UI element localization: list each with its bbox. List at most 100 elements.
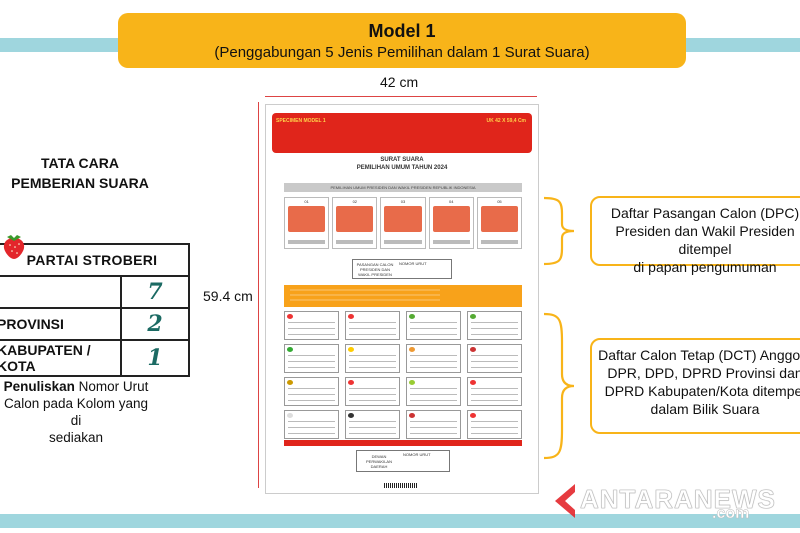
callout-line: DPRD Kabupaten/Kota ditempel [604,383,800,399]
page-title: Model 1 [368,21,436,41]
party-logo-icon [348,380,354,385]
candidate-number: 04 [448,199,454,204]
barcode [384,483,418,488]
party-logo-icon [409,413,415,418]
candidate-box: 05 [476,197,523,249]
candidate-photo [288,206,326,232]
party-logo-icon [409,347,415,352]
table-row: PROVINSI 2 [0,307,190,341]
title-banner: Model 1 (Penggabungan 5 Jenis Pemilihan … [118,13,686,68]
party-logo-icon [348,413,354,418]
callout-line: Presiden dan Wakil Presiden ditempel [615,223,795,257]
party-grid [284,311,522,439]
party-cell [345,377,400,406]
instruction-line-3: sediakan [48,430,104,445]
party-logo-icon [409,314,415,319]
party-logo-icon [287,413,293,418]
party-cell [406,377,461,406]
candidate-photo [432,206,470,232]
strawberry-icon [3,235,25,259]
candidate-photo [336,206,374,232]
party-cell [467,410,522,439]
row-label: PROVINSI [0,307,122,341]
party-cell [467,377,522,406]
dewan-label: DEWAN PERWAKILAN DAERAH [365,454,392,469]
party-logo-icon [348,347,354,352]
nomor-urut-label: NOMOR URUT [399,261,427,266]
heading-line-2: PEMBERIAN SUARA [11,175,149,191]
heading-line-1: TATA CARA [40,155,120,171]
party-cell [406,344,461,373]
pasangan-label: PASANGAN CALON PRESIDEN DAN WAKIL PRESID… [356,262,394,277]
candidate-label [432,240,470,244]
candidate-number: 05 [497,199,502,204]
candidate-number: 02 [352,199,358,204]
instruction-text: Penuliskan Nomor Urut Calon pada Kolom y… [0,378,152,446]
candidate-box: 02 [332,197,378,249]
party-cell [284,410,339,439]
callout-line: di papan pengumuman [633,259,777,275]
tata-cara-heading: TATA CARA PEMBERIAN SUARA [0,153,160,193]
party-logo-icon [287,347,293,352]
ballot-title: SURAT SUARA [380,157,424,163]
party-cell [284,377,339,406]
party-cell [467,344,522,373]
row-number: 7 [120,275,190,309]
watermark-suffix: .com [712,505,750,523]
candidate-label [480,240,519,244]
table-row: KABUPATEN / KOTA 1 [0,339,190,377]
party-logo-icon [470,380,476,385]
party-logo-icon [470,347,476,352]
party-cell [284,311,339,340]
candidate-number: 01 [304,199,309,204]
table-row: 7 [0,275,190,309]
party-cell [345,344,400,373]
candidate-box: 04 [428,197,474,249]
party-cell [284,344,339,373]
width-dimension-label: 42 cm [380,74,419,90]
legislative-header-band [284,285,522,307]
candidate-number: 03 [400,199,406,204]
antaranews-watermark [555,484,575,518]
party-logo-icon [470,413,476,418]
dpd-nomor-urut-label: NOMOR URUT [403,452,431,457]
ballot-size-label: UK 42 X 59,4 Cm [486,118,526,124]
party-cell [345,410,400,439]
candidate-box: 01 [284,197,330,249]
brace-top [543,196,575,266]
dpd-box: DEWAN PERWAKILAN DAERAH NOMOR URUT [356,450,450,472]
row-number: 2 [120,307,190,341]
party-name: PARTAI STROBERI [0,243,190,277]
height-dimension-label: 59.4 cm [203,288,253,304]
candidate-row: 01 02 03 04 05 [284,197,523,249]
party-cell [406,410,461,439]
candidate-box: 03 [380,197,426,249]
brace-bottom [543,312,575,460]
party-logo-icon [287,380,293,385]
width-dimension-line [265,96,537,97]
row-number: 1 [120,339,190,377]
party-cell [345,311,400,340]
party-logo-icon [470,314,476,319]
page-subtitle: (Penggabungan 5 Jenis Pemilihan dalam 1 … [214,44,590,61]
height-dimension-line [258,102,259,488]
ballot-subtitle: PEMILIHAN UMUM TAHUN 2024 [356,165,448,171]
dpd-header-bar [284,440,522,446]
ballot-specimen-label: SPECIMEN MODEL 1 [276,118,326,124]
candidate-photo [384,206,422,232]
party-cell [467,311,522,340]
party-cell [406,311,461,340]
instruction-bold: Penuliskan [3,379,75,394]
row-label [0,275,122,309]
callout-line: Daftar Pasangan Calon (DPC) [610,205,800,221]
bottom-band [0,514,800,528]
ballot-specimen: SPECIMEN MODEL 1 UK 42 X 59,4 Cm SURAT S… [265,104,539,494]
candidate-label [384,240,422,244]
callout-line: DPR, DPD, DPRD Provinsi dan [607,365,800,381]
callout-line: Daftar Calon Tetap (DCT) Anggota [598,347,800,363]
instruction-rest: Nomor Urut [74,379,149,394]
row-label: KABUPATEN / KOTA [0,339,122,377]
candidate-label [336,240,374,244]
instruction-line-2: Calon pada Kolom yang di [3,396,149,428]
callout-dpc: Daftar Pasangan Calon (DPC) Presiden dan… [590,196,800,275]
